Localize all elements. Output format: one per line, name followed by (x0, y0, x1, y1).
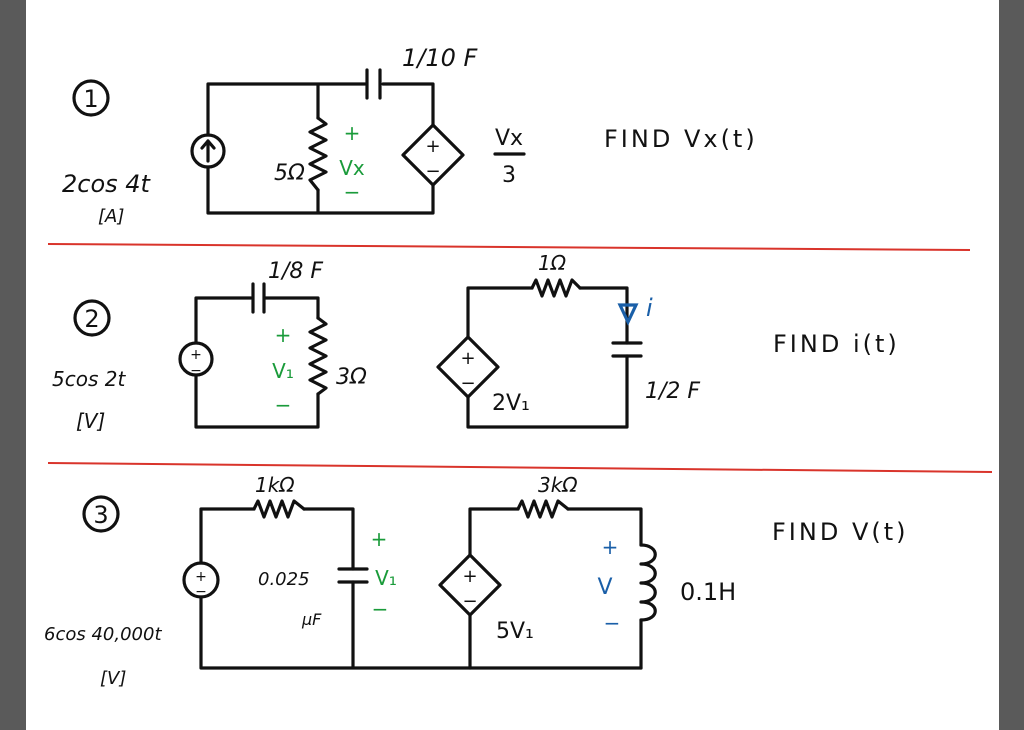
v-label: V (597, 575, 612, 600)
current-arrow-icon (200, 139, 216, 163)
resistor-left-icon (252, 499, 306, 519)
dependent-source-icon (401, 123, 465, 187)
v1-plus: + (275, 323, 292, 347)
capacitor-right-icon (611, 341, 643, 358)
dep-source-plus: + (425, 136, 440, 157)
problem-3-number: 3 (93, 501, 108, 529)
voltage-source-icon (178, 341, 214, 377)
capacitor-right-label: 1/2 F (645, 379, 700, 404)
problem-3-wires-left (199, 507, 643, 670)
vx-label: Vx (339, 156, 365, 180)
capacitor-icon (337, 567, 369, 584)
resistor-left-label: 1kΩ (255, 473, 295, 497)
capacitor-unit: μF (301, 610, 322, 629)
problem-2-number: 2 (84, 305, 99, 333)
source-value: 5cos 2t (52, 367, 126, 391)
resistor-label: 5Ω (274, 161, 305, 186)
dep-value: 5V₁ (496, 619, 534, 644)
v1-minus: − (275, 393, 292, 417)
src-plus: + (195, 569, 207, 585)
resistor-left-icon (308, 316, 328, 396)
resistor-right-label: 3kΩ (538, 473, 578, 497)
problem-2-wires-right (466, 286, 629, 429)
source-value: 2cos 4t (62, 170, 152, 198)
current-arrow-icon (617, 303, 639, 326)
inductor-icon (639, 543, 657, 622)
current-source-icon (190, 133, 226, 169)
source-unit: [V] (76, 409, 105, 433)
capacitor-left-icon (251, 282, 266, 314)
resistor-top-icon (530, 278, 582, 298)
src-minus: − (195, 584, 207, 600)
problem-3: 3 + − + − 6cos 40,000t [V] 1kΩ 0.025 μF … (44, 473, 909, 689)
dep-source-minus: − (460, 373, 475, 394)
problem-3-number-circle (82, 495, 120, 533)
dep-source-minus: − (425, 161, 440, 182)
dep-value-numerator: Vx (495, 126, 523, 151)
problem-1-find: FIND Vx(t) (604, 125, 758, 153)
resistor-left-label: 3Ω (336, 365, 367, 390)
vx-minus: − (344, 180, 361, 204)
dep-value-denominator: 3 (502, 163, 516, 188)
problem-1: 1 + − 2cos 4t [A] 1/10 F 5Ω + Vx − Vx 3 … (62, 44, 758, 227)
problem-2-wires-left (194, 296, 320, 429)
problem-3-wires-right (468, 507, 643, 670)
v1-label: V₁ (375, 566, 397, 590)
capacitor-icon (365, 68, 382, 100)
v1-plus: + (371, 527, 388, 551)
dep-value: 2V₁ (492, 391, 530, 416)
src-minus: − (190, 363, 202, 379)
dep-source-plus: + (460, 348, 475, 369)
problem-2-find: FIND i(t) (773, 330, 900, 358)
problem-1-number: 1 (83, 85, 98, 113)
capacitor-label: 1/10 F (402, 44, 479, 72)
resistor-right-icon (516, 499, 570, 519)
resistor-top-label: 1Ω (538, 251, 567, 275)
src-plus: + (190, 347, 202, 363)
problem-3-find: FIND V(t) (772, 518, 909, 546)
circuit-worksheet: 1 + − 2cos 4t [A] 1/10 F 5Ω + Vx − Vx 3 … (44, 44, 993, 689)
vx-plus: + (344, 121, 361, 145)
problem-2: 2 + − + − 5cos 2t [V] 1/8 F 3Ω + V₁ − 1Ω… (52, 251, 900, 433)
capacitor-left-label: 1/8 F (268, 259, 323, 284)
dep-source-minus: − (462, 591, 477, 612)
worksheet-page: 1 + − 2cos 4t [A] 1/10 F 5Ω + Vx − Vx 3 … (26, 0, 999, 730)
dependent-source-icon (438, 553, 502, 617)
source-unit: [V] (100, 668, 126, 689)
divider-2 (47, 462, 993, 473)
problem-1-wires (206, 82, 435, 215)
v-minus: − (604, 611, 621, 635)
v-plus: + (602, 535, 619, 559)
capacitor-label: 0.025 (258, 569, 310, 590)
dependent-source-icon (436, 335, 500, 399)
problem-1-number-circle (72, 79, 110, 117)
source-value: 6cos 40,000t (44, 624, 162, 645)
v1-minus: − (372, 597, 389, 621)
current-label: i (646, 294, 653, 322)
v1-label: V₁ (272, 359, 294, 383)
source-unit: [A] (98, 206, 124, 227)
inductor-label: 0.1H (680, 578, 736, 606)
resistor-icon (308, 116, 328, 192)
divider-1 (47, 243, 971, 251)
dep-source-plus: + (462, 566, 477, 587)
problem-2-number-circle (73, 299, 111, 337)
voltage-source-icon (182, 561, 220, 599)
